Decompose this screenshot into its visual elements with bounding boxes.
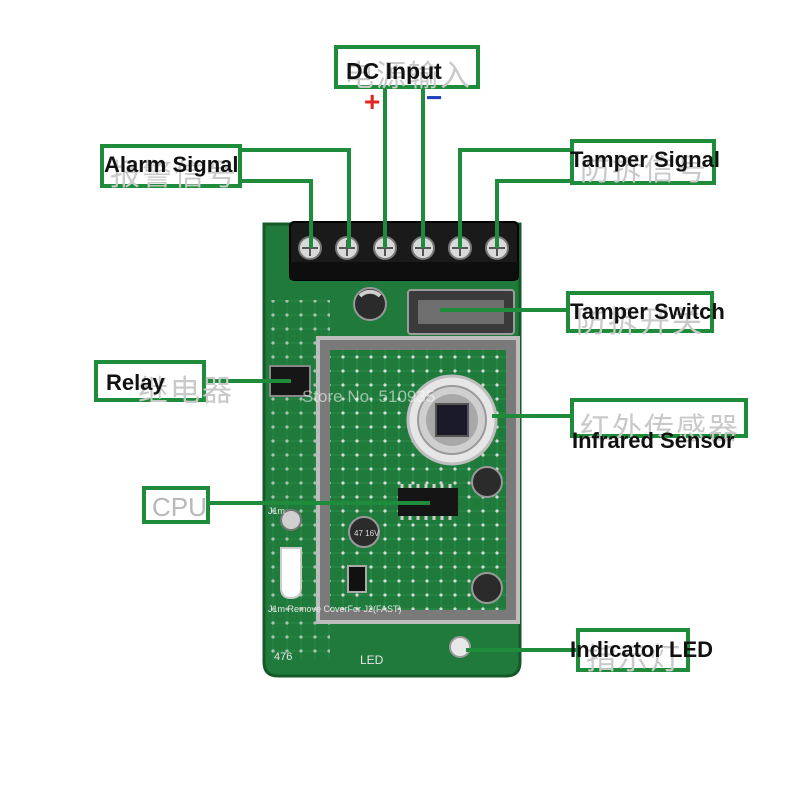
line-tamper-2 xyxy=(495,179,572,248)
label-tamper-switch-cn: 防拆开关 xyxy=(576,305,704,340)
label-infrared-sensor-cn: 红外传感器 xyxy=(580,412,740,447)
label-cpu-text: CPU xyxy=(152,492,207,522)
label-alarm-signal-cn: 报警信号 xyxy=(110,158,238,193)
label-dc-input: 电源输入 DC Input xyxy=(334,45,480,94)
silk-led: LED xyxy=(360,653,384,667)
cap-text: 47 16V xyxy=(354,529,380,538)
indicator-led-component xyxy=(449,636,471,658)
label-relay-cn: 继电器 xyxy=(138,374,234,409)
label-tamper-signal-cn: 防拆信号 xyxy=(580,153,708,188)
jumper xyxy=(347,565,367,593)
plus-sign: + xyxy=(364,86,381,117)
line-alarm-2 xyxy=(240,179,313,248)
label-dc-input-cn: 电源输入 xyxy=(344,59,472,94)
silk-note: J1m Remove CoverFor J2(FAST) xyxy=(268,604,402,614)
label-indicator-led-text: Indicator LED xyxy=(570,637,714,662)
label-tamper-signal: 防拆信号 Tamper Signal xyxy=(570,139,720,188)
label-relay-text: Relay xyxy=(106,370,165,395)
mount-screw xyxy=(280,509,302,531)
mount-slot xyxy=(280,547,302,600)
minus-sign: − xyxy=(426,82,443,113)
label-tamper-signal-text: Tamper Signal xyxy=(570,147,720,172)
line-tamper-1 xyxy=(458,148,572,248)
label-alarm-signal-text: Alarm Signal xyxy=(104,152,239,177)
label-infrared-sensor-text: Infrared Sensor xyxy=(572,428,735,453)
capacitor-right-bottom xyxy=(471,572,503,604)
label-dc-input-text: DC Input xyxy=(346,58,442,84)
label-relay: 继电器 Relay xyxy=(94,360,232,409)
leader-lines xyxy=(205,84,576,652)
label-indicator-led-cn: 指示灯 xyxy=(586,642,682,677)
capacitor-right-top xyxy=(471,466,503,498)
silk-number: 476 xyxy=(274,651,292,663)
label-tamper-switch-text: Tamper Switch xyxy=(570,299,725,324)
label-indicator-led: 指示灯 xyxy=(576,628,690,677)
label-alarm-signal: 报警信号 Alarm Signal xyxy=(100,144,242,193)
label-infrared-sensor: 红外传感器 xyxy=(570,398,748,447)
label-tamper-switch: 防拆开关 Tamper Switch xyxy=(566,291,725,340)
label-cpu: CPU xyxy=(142,486,210,524)
line-alarm-1 xyxy=(240,148,351,248)
infrared-sensor-component xyxy=(406,374,498,466)
watermark: Store No. 510935 xyxy=(302,387,435,406)
silk-j1: J1m xyxy=(268,506,285,516)
capacitor-left xyxy=(348,516,380,548)
